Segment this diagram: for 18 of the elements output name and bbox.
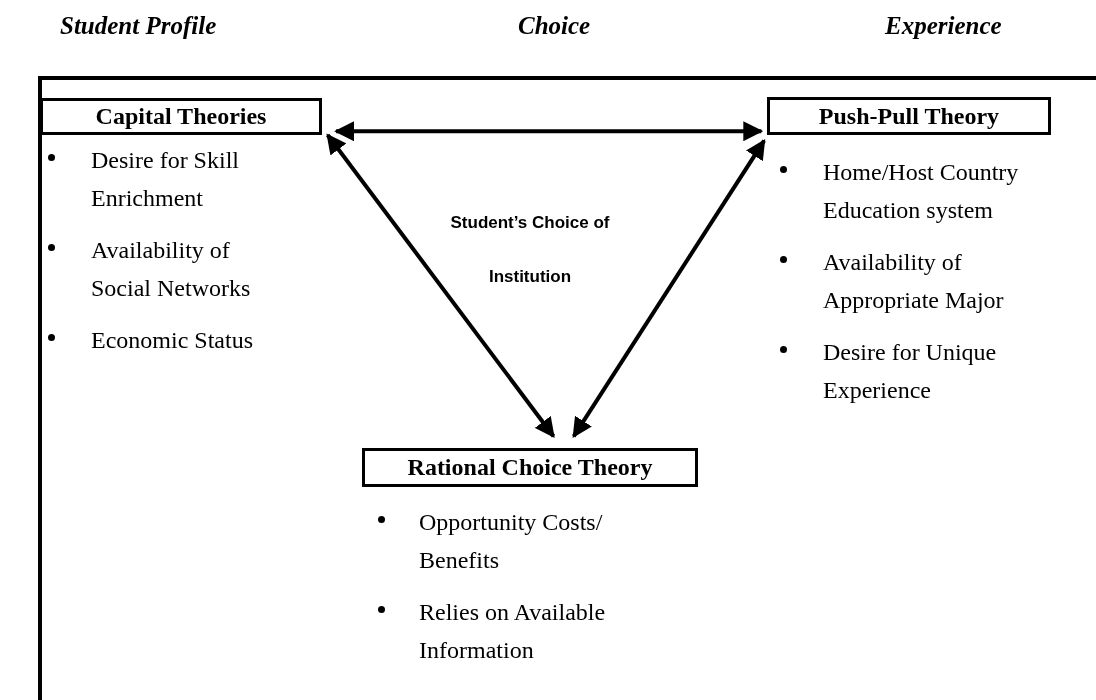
bullet-text: Home/Host Country Education system bbox=[823, 158, 1020, 225]
theory-box: Rational Choice Theory bbox=[362, 448, 698, 487]
theory-box: Capital Theories bbox=[40, 98, 322, 135]
bullet-text: Availability of Appropriate Major bbox=[823, 248, 1005, 315]
bullet-text: Relies on Available Information bbox=[419, 598, 607, 665]
double-arrow bbox=[334, 121, 764, 142]
double-arrow bbox=[326, 133, 556, 438]
double-arrow bbox=[572, 139, 766, 438]
bullet-text: Desire for Skill Enrichment bbox=[91, 146, 240, 213]
center-note: Student’s Choice of Institution bbox=[449, 212, 611, 288]
bullet-text: Economic Status bbox=[91, 326, 254, 355]
bullet-text: Opportunity Costs/ Benefits bbox=[419, 508, 604, 575]
bullet-text: Desire for Unique Experience bbox=[823, 338, 998, 405]
column-heading: Choice bbox=[518, 12, 591, 40]
column-heading: Student Profile bbox=[60, 12, 217, 40]
column-heading: Experience bbox=[885, 12, 1002, 40]
bullet-text: Availability of Social Networks bbox=[91, 236, 252, 303]
theory-box: Push-Pull Theory bbox=[767, 97, 1051, 135]
